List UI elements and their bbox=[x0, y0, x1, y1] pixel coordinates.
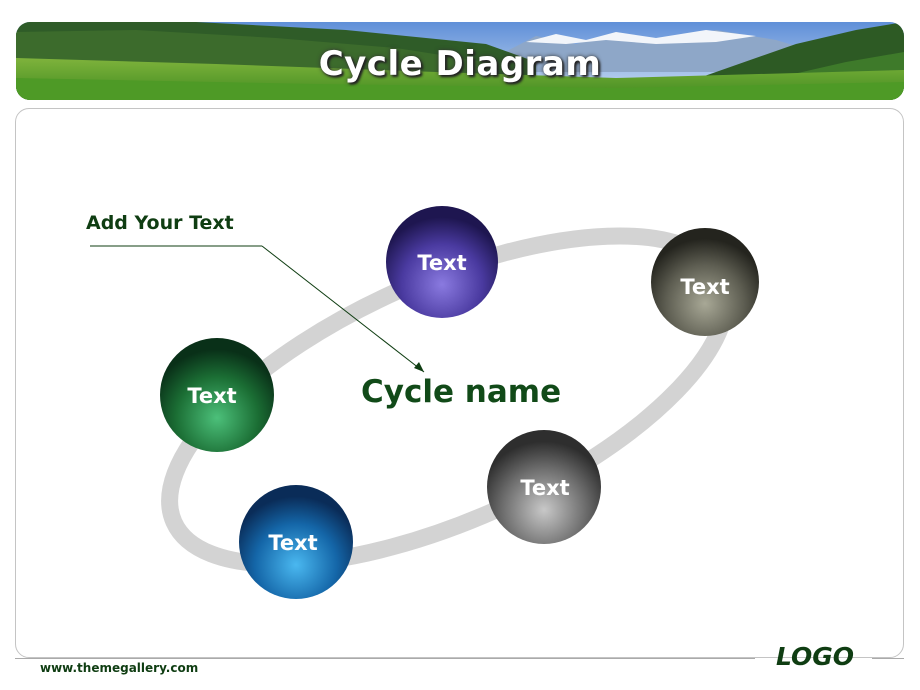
callout-text[interactable]: Add Your Text bbox=[86, 212, 234, 234]
cycle-name-label[interactable]: Cycle name bbox=[361, 374, 562, 410]
footer-divider-right bbox=[872, 658, 904, 659]
node-label: Text bbox=[187, 384, 236, 408]
cycle-node-blue[interactable]: Text bbox=[239, 485, 353, 599]
node-label: Text bbox=[417, 251, 466, 275]
node-label: Text bbox=[520, 476, 569, 500]
cycle-node-gray[interactable]: Text bbox=[487, 430, 601, 544]
node-label: Text bbox=[268, 531, 317, 555]
callout-pointer bbox=[90, 245, 425, 373]
node-label: Text bbox=[680, 275, 729, 299]
landscape-image bbox=[16, 22, 904, 100]
cycle-node-purple[interactable]: Text bbox=[386, 206, 498, 318]
footer-url[interactable]: www.themegallery.com bbox=[40, 661, 199, 675]
footer-divider-left bbox=[15, 658, 755, 659]
cycle-node-olive[interactable]: Text bbox=[651, 228, 759, 336]
logo: LOGO bbox=[776, 642, 855, 671]
cycle-node-green[interactable]: Text bbox=[160, 338, 274, 452]
header-banner bbox=[16, 22, 904, 100]
page-title: Cycle Diagram bbox=[318, 44, 602, 84]
